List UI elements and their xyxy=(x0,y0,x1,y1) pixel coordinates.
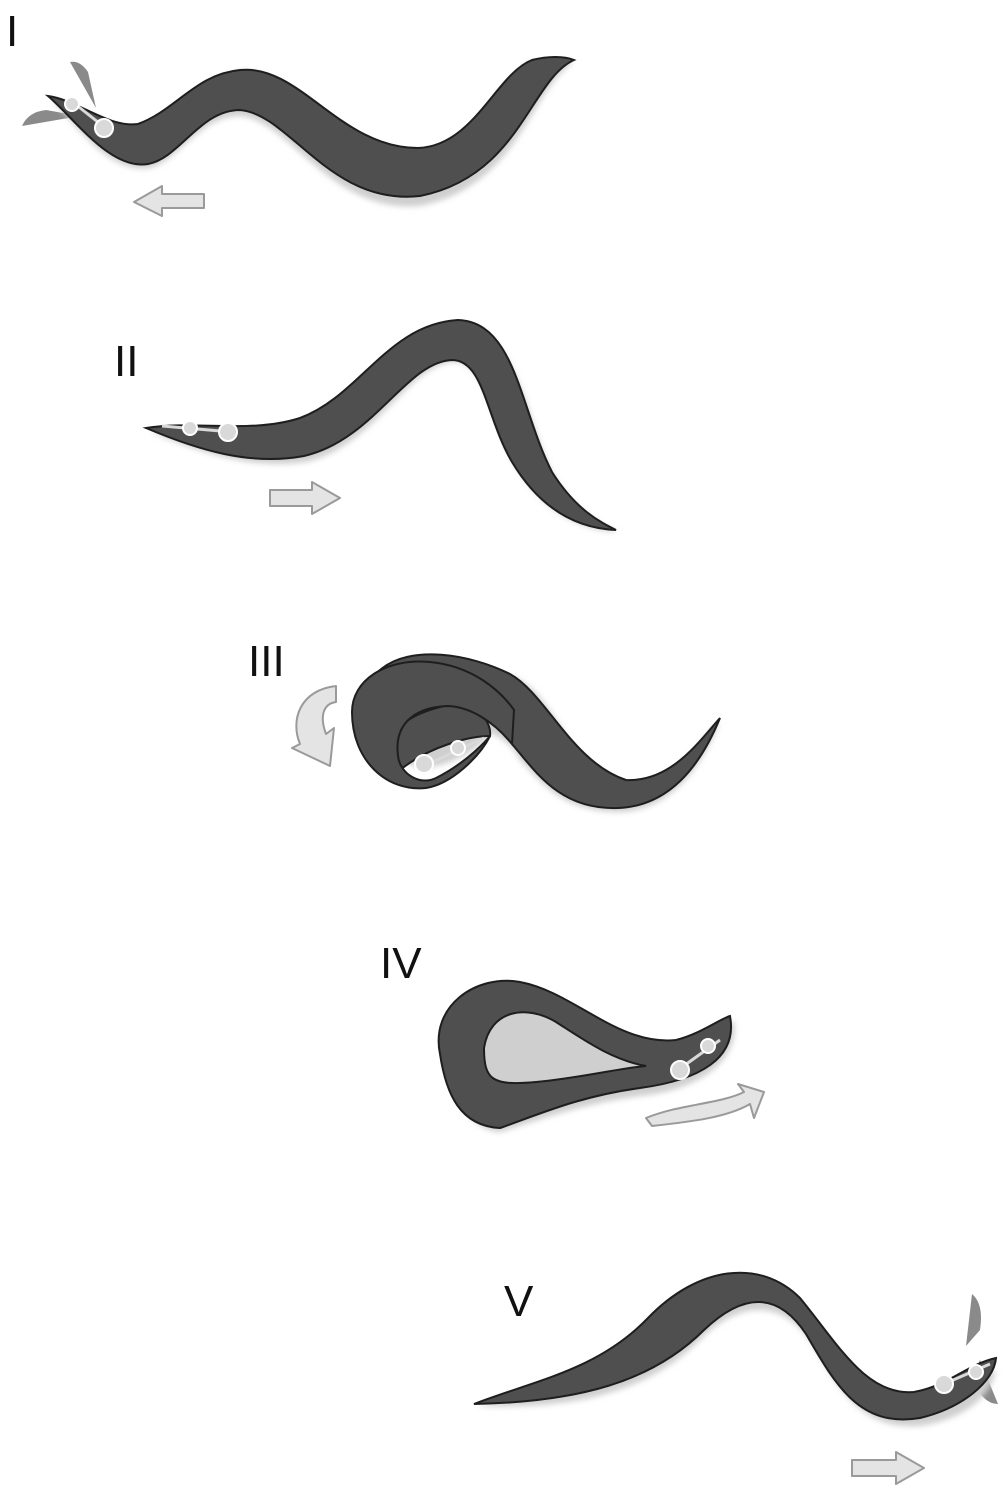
stage-3-label: III xyxy=(248,640,285,684)
stage-5-worm-body xyxy=(474,1273,996,1420)
stage-4-label: IV xyxy=(380,942,422,986)
stage-2-forward-arrow xyxy=(270,482,340,514)
stage-4-group xyxy=(439,981,764,1132)
stage-1-label: I xyxy=(6,10,18,54)
stage-5-forward-arrow xyxy=(852,1452,924,1484)
stage-3-turn-arrow xyxy=(292,686,336,766)
stage-2-group xyxy=(146,320,618,532)
stage-2-label: II xyxy=(114,340,138,384)
stage-5-label: V xyxy=(504,1280,533,1324)
stage-1-backward-arrow xyxy=(134,186,204,216)
stage-2-worm-body xyxy=(146,320,616,530)
stage-5-group xyxy=(474,1273,998,1484)
stage-3-group xyxy=(292,654,720,812)
stage-1-worm-body xyxy=(48,57,574,197)
stage-1-group xyxy=(22,57,574,216)
